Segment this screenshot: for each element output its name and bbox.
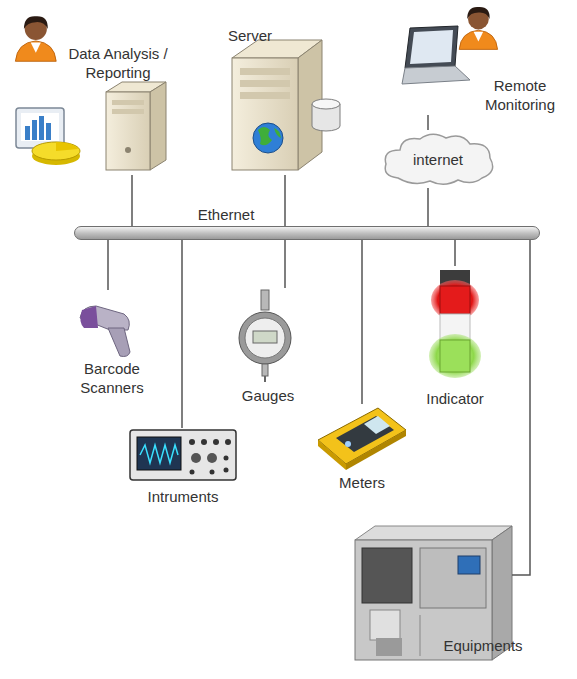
gauges-node: Gauges (235, 288, 305, 406)
server-node: Server (225, 25, 350, 175)
remote-person (459, 7, 497, 49)
instrument (130, 430, 236, 480)
internet-cloud: internet (380, 130, 498, 188)
dial-gauge (239, 290, 291, 382)
server-tower (232, 40, 340, 170)
meters-node: Meters (312, 404, 410, 492)
indicator-node: Indicator (415, 266, 500, 409)
node-label: Ethernet (176, 205, 276, 224)
node-label: Barcode Scanners (64, 359, 160, 397)
node-label: Server (210, 26, 290, 45)
chart-monitor (16, 108, 80, 165)
network-link (427, 188, 429, 226)
instruments-node: Intruments (128, 428, 240, 508)
analysis-station: Data Analysis / Reporting (12, 40, 170, 175)
network-link (284, 175, 286, 226)
node-label: Gauges (228, 386, 308, 405)
remote-monitor: Remote Monitoring (398, 5, 570, 115)
analysis-tower (106, 82, 166, 170)
node-label: Indicator (412, 389, 498, 408)
network-link (131, 175, 133, 226)
network-link (427, 115, 429, 130)
stack-light (429, 270, 481, 378)
network-link (107, 240, 109, 290)
barcode-scanner-node: Barcode Scanners (65, 290, 160, 400)
network-link (454, 240, 456, 266)
network-link (361, 240, 363, 404)
ethernet-bus: Ethernet (74, 226, 540, 240)
meter (318, 408, 406, 470)
node-label: Data Analysis / Reporting (62, 44, 174, 82)
node-label: Intruments (138, 487, 228, 506)
network-link (512, 240, 530, 575)
node-label: Meters (322, 473, 402, 492)
node-label: Remote Monitoring (472, 76, 568, 114)
laptop (402, 26, 470, 84)
barcode-scanner (80, 306, 130, 357)
analyst-person (15, 16, 56, 61)
network-link (284, 240, 286, 288)
node-label: internet (398, 150, 478, 169)
node-label: Equipments (438, 636, 528, 655)
equipment-node: Equipments (350, 520, 512, 670)
network-link (181, 240, 183, 428)
